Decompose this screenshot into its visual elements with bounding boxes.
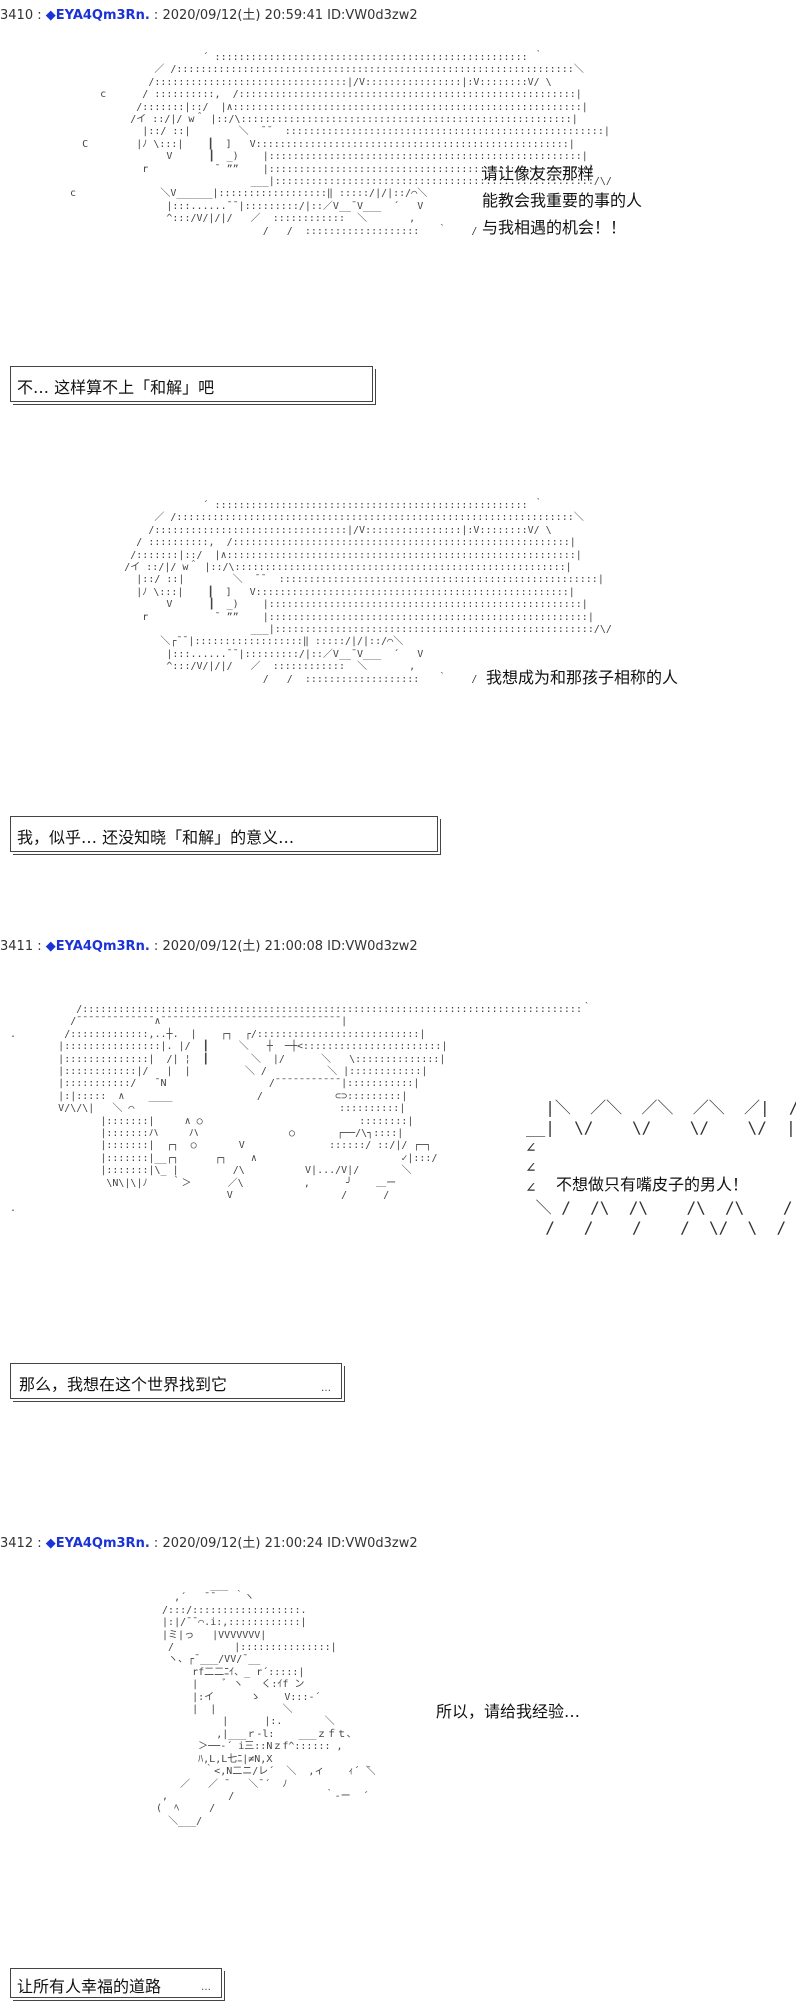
separator: :	[37, 1536, 42, 1551]
caption-tail: …	[321, 1383, 331, 1394]
dialog-line: 与我相遇的机会！！	[482, 218, 627, 237]
caption-box: 不… 这样算不上「和解」吧	[10, 366, 376, 405]
caption-box: 我，似乎… 还没知晓「和解」的意义…	[10, 816, 441, 855]
dialog-line: 请让像友奈那样	[482, 164, 595, 183]
separator: :	[37, 8, 42, 23]
caption-box: 那么，我想在这个世界找到它 …	[10, 1363, 345, 1402]
post-number: 3411	[0, 939, 34, 954]
caption-text: 让所有人幸福的道路	[17, 1977, 162, 1996]
post-date: 2020/09/12(土) 20:59:41	[162, 8, 324, 23]
post-number: 3410	[0, 8, 34, 23]
post-id: ID:VW0d3zw2	[327, 1536, 418, 1551]
poster-name[interactable]: ◆EYA4Qm3Rn.	[45, 939, 150, 954]
separator: :	[37, 939, 42, 954]
ascii-art-character: /:::::::::::::::::::::::::::::::::::::::…	[10, 1004, 592, 1214]
caption-tail: …	[201, 1982, 211, 1993]
caption-text: 我，似乎… 还没知晓「和解」的意义…	[17, 828, 295, 847]
dialog-text: 请让像友奈那样 能教会我重要的事的人 与我相遇的机会！！	[482, 160, 642, 241]
poster-name[interactable]: ◆EYA4Qm3Rn.	[45, 1536, 150, 1551]
poster-name[interactable]: ◆EYA4Qm3Rn.	[45, 8, 150, 23]
separator: :	[153, 8, 159, 23]
caption-text: 不… 这样算不上「和解」吧	[17, 378, 215, 397]
caption-text: 那么，我想在这个世界找到它	[19, 1375, 228, 1394]
dialog-text: 所以，请给我经验…	[436, 1702, 581, 1721]
ascii-art-character: ´ ::::::::::::::::::::::::::::::::::::::…	[124, 500, 612, 685]
shout-burst-border: |＼ ／＼ ／＼ ／＼ ／| / __| \/ \/ \/ \/ |/\/ ∠ …	[526, 1098, 796, 1237]
separator: :	[153, 1536, 159, 1551]
dialog-text: 我想成为和那孩子相称的人	[486, 668, 679, 687]
ascii-art-character: ___ ,´ ¯¯ ｀ヽ /:::/::::::::::::::::::. |:…	[156, 1580, 376, 1827]
separator: :	[153, 939, 159, 954]
shout-text: 不想做只有嘴皮子的男人！	[556, 1175, 749, 1194]
post-date: 2020/09/12(土) 21:00:08	[162, 939, 324, 954]
post-date: 2020/09/12(土) 21:00:24	[162, 1536, 324, 1551]
post-id: ID:VW0d3zw2	[327, 939, 418, 954]
post-header: 3410 : ◆EYA4Qm3Rn. : 2020/09/12(土) 20:59…	[0, 4, 418, 23]
ascii-art-character: ´ ::::::::::::::::::::::::::::::::::::::…	[70, 52, 612, 237]
post-number: 3412	[0, 1536, 34, 1551]
dialog-line: 能教会我重要的事的人	[482, 191, 643, 210]
post-id: ID:VW0d3zw2	[327, 8, 418, 23]
post-header: 3411 : ◆EYA4Qm3Rn. : 2020/09/12(土) 21:00…	[0, 935, 418, 954]
caption-box: 让所有人幸福的道路 …	[10, 1968, 225, 2001]
post-header: 3412 : ◆EYA4Qm3Rn. : 2020/09/12(土) 21:00…	[0, 1532, 418, 1551]
